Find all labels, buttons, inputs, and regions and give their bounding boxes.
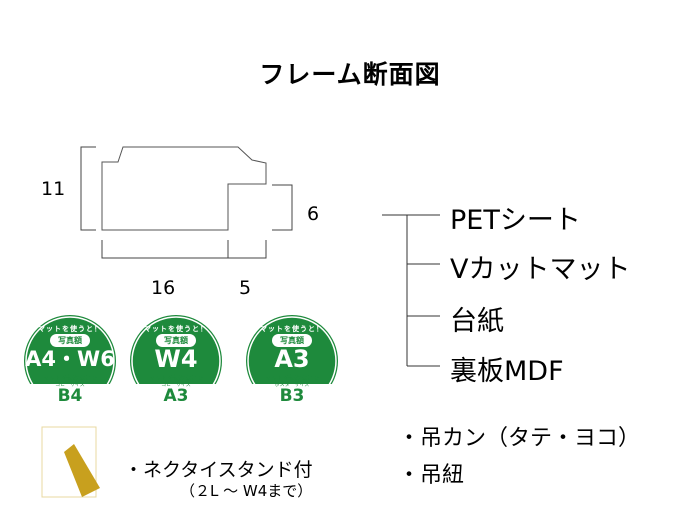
rebate-label: 6 (307, 203, 320, 225)
page-title: フレーム断面図 (259, 60, 441, 89)
stand-backboard (41, 426, 97, 498)
rebate-dimension-line (272, 184, 293, 231)
height-dimension-line (80, 146, 96, 231)
badge-main-size: W4 (154, 345, 198, 373)
badge-main-size: A3 (274, 345, 310, 373)
badge-top-text: マットを使うと！ (38, 325, 102, 333)
hanging-note: ・吊カン（タテ・ヨコ） (398, 426, 641, 451)
tie-stand-icon (64, 444, 100, 497)
badge-top-text: マットを使うと！ (260, 325, 324, 333)
stand-sublabel: （２L ～ W4まで） (180, 482, 313, 500)
layer-label: PETシート (450, 205, 581, 236)
badge-pill: 写真額 (156, 334, 196, 347)
badge-note: コピーサイズ (161, 382, 191, 388)
badge-note: ポスターサイズ (274, 382, 310, 388)
badge-note: コピーサイズ (55, 382, 85, 388)
width-dimension-line (101, 240, 267, 259)
badge-pill: 写真額 (272, 334, 312, 347)
hanging-note: ・吊紐 (398, 463, 465, 488)
badge-bottom-size: B4 (57, 386, 83, 406)
size-badge: マットを使うと！ 写真額 A3 マットを使わないで ポスターサイズ B3 (246, 315, 338, 407)
badge-note: マットを使わないで (149, 375, 203, 382)
badge-lower-panel (136, 384, 216, 410)
badge-note: マットを使わないで (43, 375, 97, 382)
layer-label: 台紙 (450, 306, 504, 337)
badge-main-size: A4・W6 (25, 347, 115, 371)
size-badge: マットを使うと！ 写真額 W4 マットを使わないで コピーサイズ A3 (130, 315, 222, 407)
height-label: 11 (41, 178, 66, 200)
layer-label: Vカットマット (450, 254, 631, 285)
frame-profile-outline (101, 146, 267, 231)
stand-label: ・ネクタイスタンド付 (124, 459, 313, 481)
layer-label: 裏板MDF (450, 356, 564, 387)
size-badge: マットを使うと！ 写真額 A4・W6 マットを使わないで コピーサイズ B4 (24, 315, 116, 407)
badge-lower-panel (252, 384, 332, 410)
badge-bottom-size: A3 (163, 386, 189, 406)
rebate-width-label: 5 (239, 277, 252, 299)
badge-lower-panel (30, 384, 110, 410)
badge-top-text: マットを使うと！ (144, 325, 208, 333)
badge-note: マットを使わないで (265, 375, 319, 382)
width-label: 16 (151, 277, 176, 299)
badge-bottom-size: B3 (279, 386, 305, 406)
badge-pill: 写真額 (50, 334, 90, 347)
